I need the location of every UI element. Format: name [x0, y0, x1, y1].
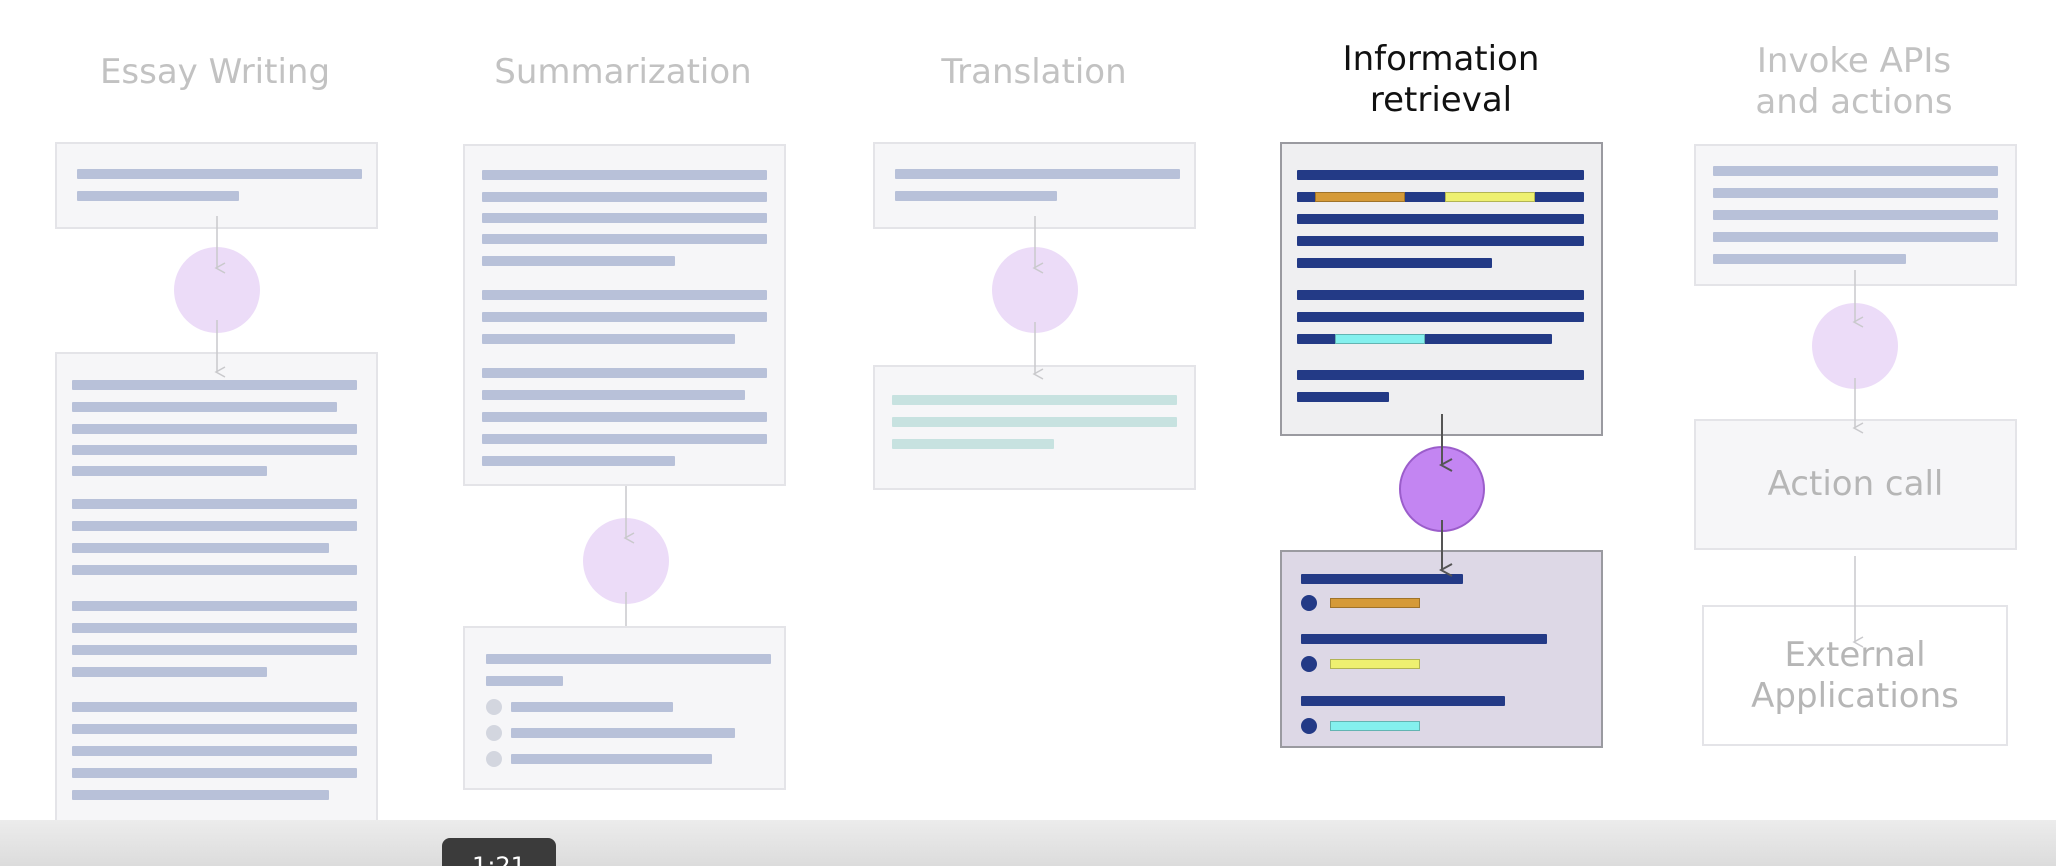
- title-information-retrieval: Information retrieval: [1342, 39, 1540, 120]
- translation-input-box: [873, 142, 1196, 229]
- text-line: [482, 256, 675, 266]
- text-line: [72, 702, 357, 712]
- text-line: [72, 499, 357, 509]
- text-line: [482, 434, 767, 444]
- text-line: [72, 724, 357, 734]
- text-line: [72, 565, 357, 575]
- player-bottom-bar: [0, 820, 2056, 866]
- text-line: [77, 169, 362, 179]
- text-line: [72, 623, 357, 633]
- text-line: [1301, 696, 1505, 706]
- text-line: [72, 667, 267, 677]
- text-line: [1713, 254, 1906, 264]
- text-line: [511, 754, 712, 764]
- orange-highlight: [1315, 192, 1405, 202]
- text-line: [1297, 170, 1584, 180]
- text-line: [486, 676, 563, 686]
- translation-output-box: [873, 365, 1196, 490]
- title-summarization: Summarization: [494, 52, 752, 92]
- text-line: [1713, 188, 1998, 198]
- retrieval-document-box: [1280, 142, 1603, 436]
- bullet-dot: [486, 699, 502, 715]
- action-call-box: Action call: [1694, 419, 2017, 550]
- text-line: [482, 390, 745, 400]
- api-input-box: [1694, 144, 2017, 286]
- text-line: [895, 169, 1180, 179]
- essay-prompt-box: [55, 142, 378, 229]
- text-line: [1297, 236, 1584, 246]
- title-essay-writing: Essay Writing: [99, 52, 331, 92]
- text-line: [72, 466, 267, 476]
- text-line: [482, 412, 767, 422]
- text-line: [1297, 290, 1584, 300]
- cyan-highlight: [1330, 721, 1420, 731]
- yellow-highlight: [1330, 659, 1420, 669]
- bullet-dot: [1301, 718, 1317, 734]
- action-call-label: Action call: [1767, 464, 1944, 504]
- title-invoke-apis: Invoke APIs and actions: [1755, 41, 1953, 122]
- bullet-dot: [1301, 656, 1317, 672]
- api-model-circle: [1812, 303, 1898, 389]
- translated-text-line: [892, 417, 1177, 427]
- text-line: [511, 702, 673, 712]
- text-line: [72, 521, 357, 531]
- text-line: [72, 768, 357, 778]
- bullet-dot: [486, 751, 502, 767]
- text-line: [482, 234, 767, 244]
- essay-model-circle: [174, 247, 260, 333]
- text-line: [72, 645, 357, 655]
- retrieval-output-box: [1280, 550, 1603, 748]
- external-applications-box: External Applications: [1702, 605, 2008, 746]
- text-line: [482, 368, 767, 378]
- timestamp-text: 1:21: [472, 852, 526, 866]
- text-line: [482, 192, 767, 202]
- summary-output-box: [463, 626, 786, 790]
- text-line: [1297, 370, 1584, 380]
- text-line: [72, 790, 329, 800]
- yellow-highlight: [1445, 192, 1535, 202]
- text-line: [482, 213, 767, 223]
- text-line: [1301, 634, 1547, 644]
- text-line: [482, 456, 675, 466]
- bullet-dot: [486, 725, 502, 741]
- text-line: [482, 170, 767, 180]
- text-line: [72, 402, 337, 412]
- summary-model-circle: [583, 518, 669, 604]
- text-line: [511, 728, 735, 738]
- translation-model-circle: [992, 247, 1078, 333]
- text-line: [895, 191, 1057, 201]
- summary-input-box: [463, 144, 786, 486]
- text-line: [72, 424, 357, 434]
- text-line: [72, 445, 357, 455]
- timestamp-tooltip: 1:21: [442, 838, 556, 866]
- text-line: [1713, 210, 1998, 220]
- text-line: [1713, 166, 1998, 176]
- text-line: [72, 380, 357, 390]
- text-line: [1297, 258, 1492, 268]
- text-line: [1297, 312, 1584, 322]
- text-line: [1297, 214, 1584, 224]
- text-line: [72, 601, 357, 611]
- text-line: [1301, 574, 1463, 584]
- retrieval-model-circle: [1399, 446, 1485, 532]
- text-line: [1297, 392, 1389, 402]
- external-applications-label: External Applications: [1751, 634, 1959, 716]
- text-line: [482, 334, 735, 344]
- title-translation: Translation: [941, 52, 1127, 92]
- orange-highlight: [1330, 598, 1420, 608]
- text-line: [1297, 192, 1584, 202]
- text-line: [77, 191, 239, 201]
- text-line: [72, 746, 357, 756]
- essay-output-box: [55, 352, 378, 826]
- text-line: [482, 312, 767, 322]
- text-line: [72, 543, 329, 553]
- bullet-dot: [1301, 595, 1317, 611]
- translated-text-line: [892, 439, 1054, 449]
- translated-text-line: [892, 395, 1177, 405]
- text-line: [486, 654, 771, 664]
- text-line: [1713, 232, 1998, 242]
- cyan-highlight: [1335, 334, 1425, 344]
- text-line: [482, 290, 767, 300]
